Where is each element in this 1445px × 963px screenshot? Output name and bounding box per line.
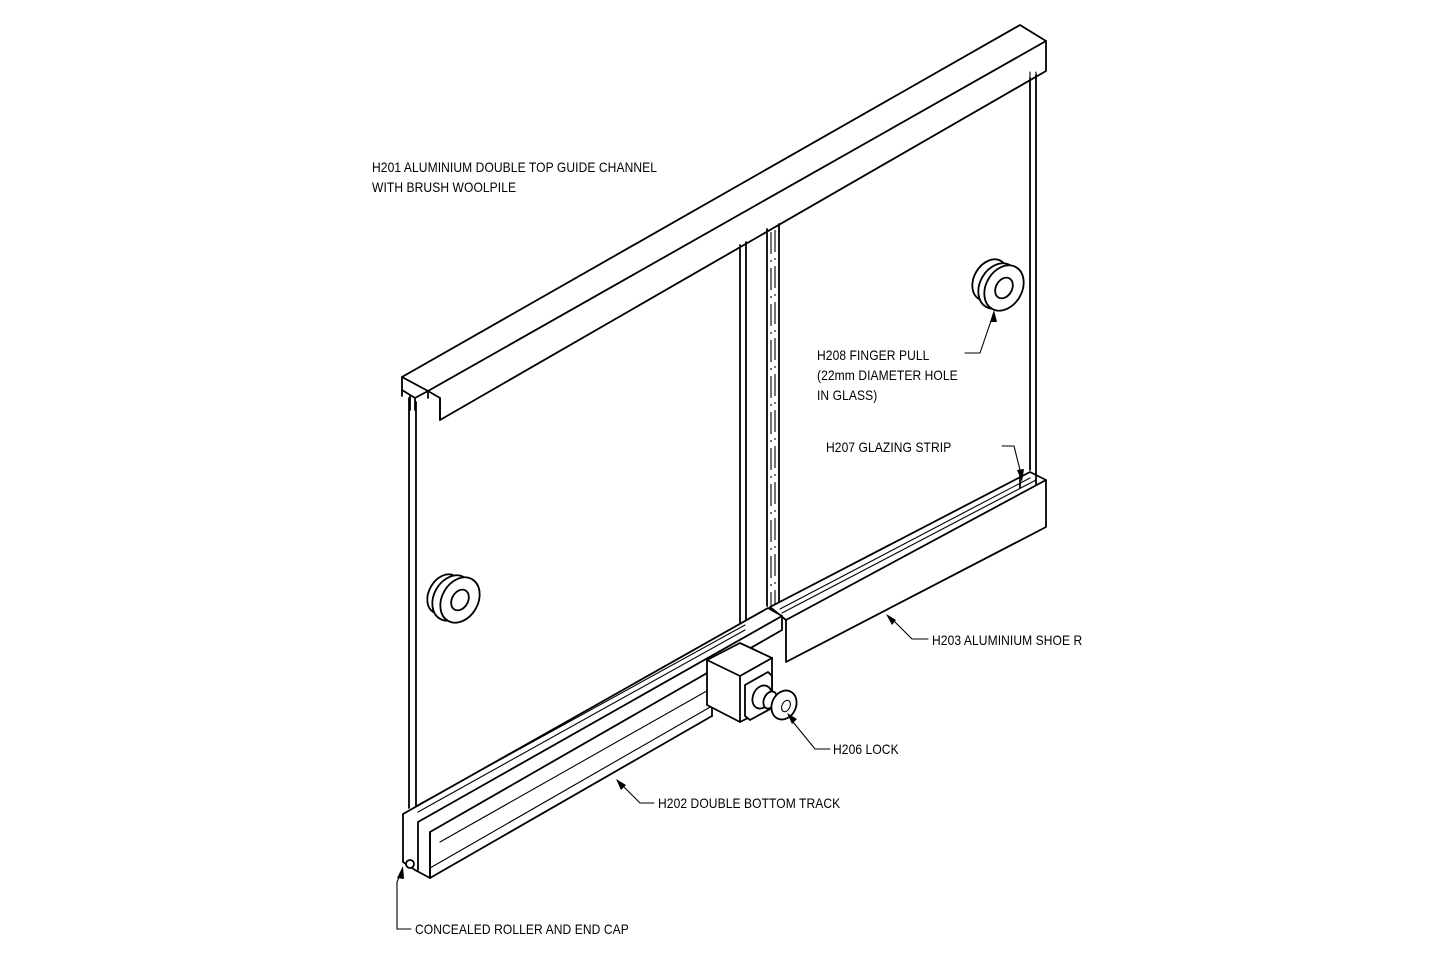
top-guide-channel bbox=[401, 24, 1047, 421]
label-top-channel-line1: H201 ALUMINIUM DOUBLE TOP GUIDE CHANNEL bbox=[372, 159, 658, 175]
aluminium-shoe-r bbox=[769, 471, 1047, 663]
label-bottom-track: H202 DOUBLE BOTTOM TRACK bbox=[658, 795, 841, 811]
label-glazing-strip: H207 GLAZING STRIP bbox=[826, 439, 952, 455]
right-glass-panel bbox=[766, 74, 1037, 610]
double-bottom-track bbox=[402, 607, 783, 879]
finger-pull-left bbox=[426, 573, 481, 624]
label-shoe: H203 ALUMINIUM SHOE R bbox=[932, 632, 1083, 648]
left-glass-panel bbox=[408, 241, 747, 809]
label-lock: H206 LOCK bbox=[833, 741, 899, 757]
label-roller: CONCEALED ROLLER AND END CAP bbox=[415, 921, 629, 937]
lock bbox=[706, 642, 798, 723]
label-top-channel-line2: WITH BRUSH WOOLPILE bbox=[372, 179, 517, 195]
label-finger-pull-line2: (22mm DIAMETER HOLE bbox=[817, 367, 958, 383]
label-finger-pull-line1: H208 FINGER PULL bbox=[817, 347, 930, 363]
leader-lines bbox=[396, 310, 1024, 930]
label-finger-pull-line3: IN GLASS) bbox=[817, 387, 878, 403]
finger-pull-right bbox=[971, 258, 1025, 312]
